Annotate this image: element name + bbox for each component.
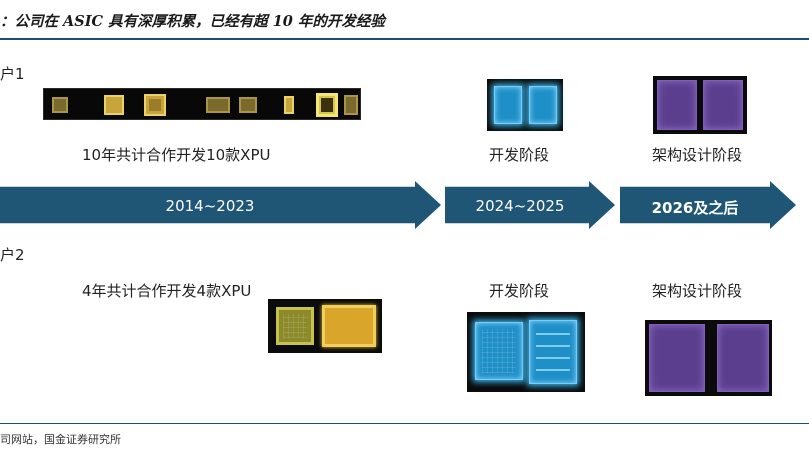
xpu-chip <box>344 95 358 115</box>
source-note: 司网站，国金证券研究所 <box>0 433 121 446</box>
xpu-chip-pair <box>268 299 382 353</box>
footer-divider <box>0 423 809 424</box>
row1-caption-mid: 开发阶段 <box>489 146 550 164</box>
dev-stage-chip-2 <box>467 312 585 392</box>
blue-die <box>529 320 577 384</box>
timeline-label-2: 2024~2025 <box>475 197 565 215</box>
timeline-arrow-1 <box>0 181 441 229</box>
xpu-chip <box>104 95 124 115</box>
xpu-chip <box>284 96 294 114</box>
client-1-label: 户1 <box>0 65 25 83</box>
xpu-chip <box>239 97 257 113</box>
xpu-chip <box>206 97 230 113</box>
xpu-chip <box>316 93 338 117</box>
row2-caption-mid: 开发阶段 <box>489 282 550 300</box>
purple-die <box>657 80 697 130</box>
title-divider <box>0 38 809 40</box>
row2-caption-left: 4年共计合作开发4款XPU <box>82 282 252 300</box>
timeline-label-3: 2026及之后 <box>651 199 739 217</box>
blue-die <box>475 322 523 380</box>
arch-stage-chip-2 <box>645 320 772 396</box>
blue-die <box>529 86 557 124</box>
xpu-chip <box>144 94 166 116</box>
row1-caption-right: 架构设计阶段 <box>652 146 743 164</box>
xpu-chip <box>276 307 314 345</box>
xpu-chip-strip <box>43 88 361 120</box>
figure-title: ：公司在 ASIC 具有深厚积累，已经有超 10 年的开发经验 <box>0 13 385 30</box>
arch-stage-chip-1 <box>653 76 747 134</box>
timeline-arrow-3 <box>620 181 796 229</box>
timeline-arrow-2 <box>445 181 615 229</box>
row2-caption-right: 架构设计阶段 <box>652 282 743 300</box>
xpu-chip <box>52 97 68 113</box>
purple-die <box>703 80 743 130</box>
blue-die <box>494 86 522 124</box>
dev-stage-chip-1 <box>487 79 563 131</box>
row1-caption-left: 10年共计合作开发10款XPU <box>82 146 271 164</box>
client-2-label: 户2 <box>0 246 25 264</box>
purple-die <box>649 324 705 392</box>
purple-die <box>717 324 769 392</box>
timeline-label-1: 2014~2023 <box>165 197 255 215</box>
xpu-chip <box>322 305 376 347</box>
